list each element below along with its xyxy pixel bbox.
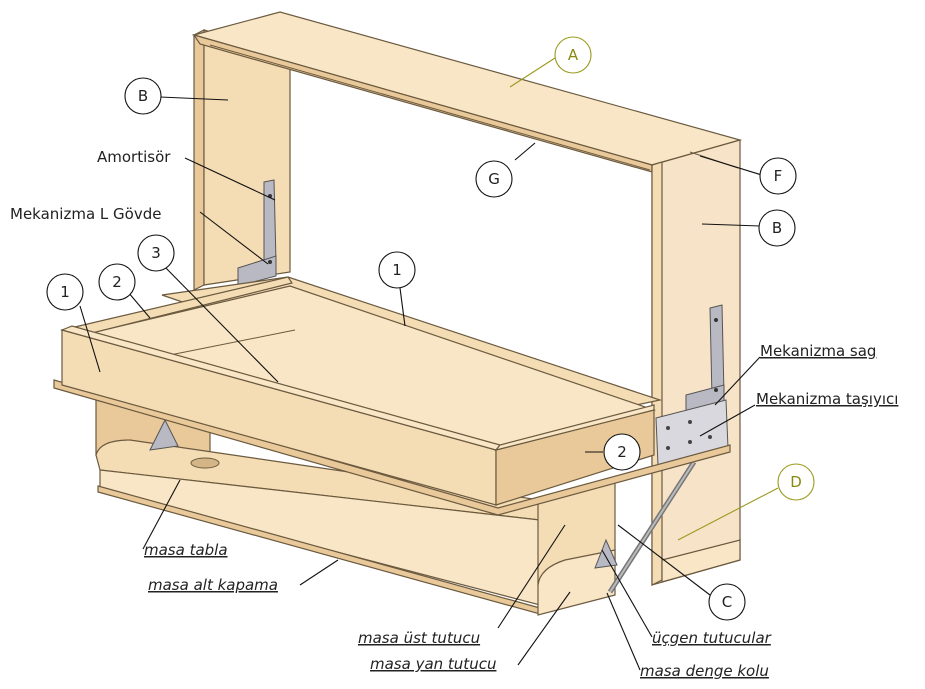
svg-text:F: F (774, 167, 783, 185)
callout-2-left: 2 (98, 263, 136, 301)
triangle-holder-left (149, 418, 179, 451)
label-amortisor: Amortisör (97, 148, 171, 166)
label-masa-alt-kapama: masa alt kapama (148, 576, 278, 594)
left-mechanism-l-body (237, 179, 277, 287)
callout-3: 3 (137, 234, 175, 272)
svg-text:C: C (722, 593, 732, 611)
bed-box (53, 276, 731, 516)
table-lower-assembly (95, 399, 697, 616)
label-mekanizma-sag: Mekanizma sag (760, 342, 876, 360)
svg-text:1: 1 (392, 261, 402, 279)
label-masa-yan-tutucu: masa yan tutucu (370, 655, 496, 673)
label-masa-denge-kolu: masa denge kolu (640, 662, 769, 680)
callout-1-left: 1 (46, 273, 84, 311)
bottom-inner-panel (661, 539, 741, 583)
svg-text:1: 1 (60, 283, 70, 301)
callout-b-right: B (758, 209, 796, 247)
svg-text:2: 2 (617, 443, 627, 461)
callout-c: C (708, 583, 746, 621)
svg-text:B: B (772, 219, 782, 237)
svg-text:2: 2 (112, 273, 122, 291)
label-mekanizma-tasiyici: Mekanizma taşıyıcı (756, 390, 898, 408)
label-masa-tabla: masa tabla (144, 541, 228, 559)
callout-b-left: B (124, 77, 162, 115)
mechanism-carrier-plate (655, 399, 729, 466)
label-mekanizma-l-govde: Mekanizma L Gövde (10, 205, 161, 223)
right-side-panel (651, 139, 741, 586)
callout-f: F (759, 157, 797, 195)
svg-text:3: 3 (151, 244, 161, 262)
top-panel (191, 11, 743, 173)
label-ucgen-tutucular: üçgen tutucular (652, 629, 772, 647)
callout-d: D (777, 463, 815, 501)
svg-text:A: A (568, 46, 579, 64)
callout-1-top: 1 (378, 251, 416, 289)
callout-2-right: 2 (603, 433, 641, 471)
svg-text:B: B (138, 87, 148, 105)
leader-lines (79, 57, 779, 671)
svg-text:G: G (488, 170, 500, 188)
triangle-holder-right (594, 538, 618, 569)
callout-a: A (554, 36, 592, 74)
callout-g: G (475, 160, 513, 198)
svg-text:D: D (790, 473, 802, 491)
label-masa-ust-tutucu: masa üst tutucu (358, 629, 480, 647)
